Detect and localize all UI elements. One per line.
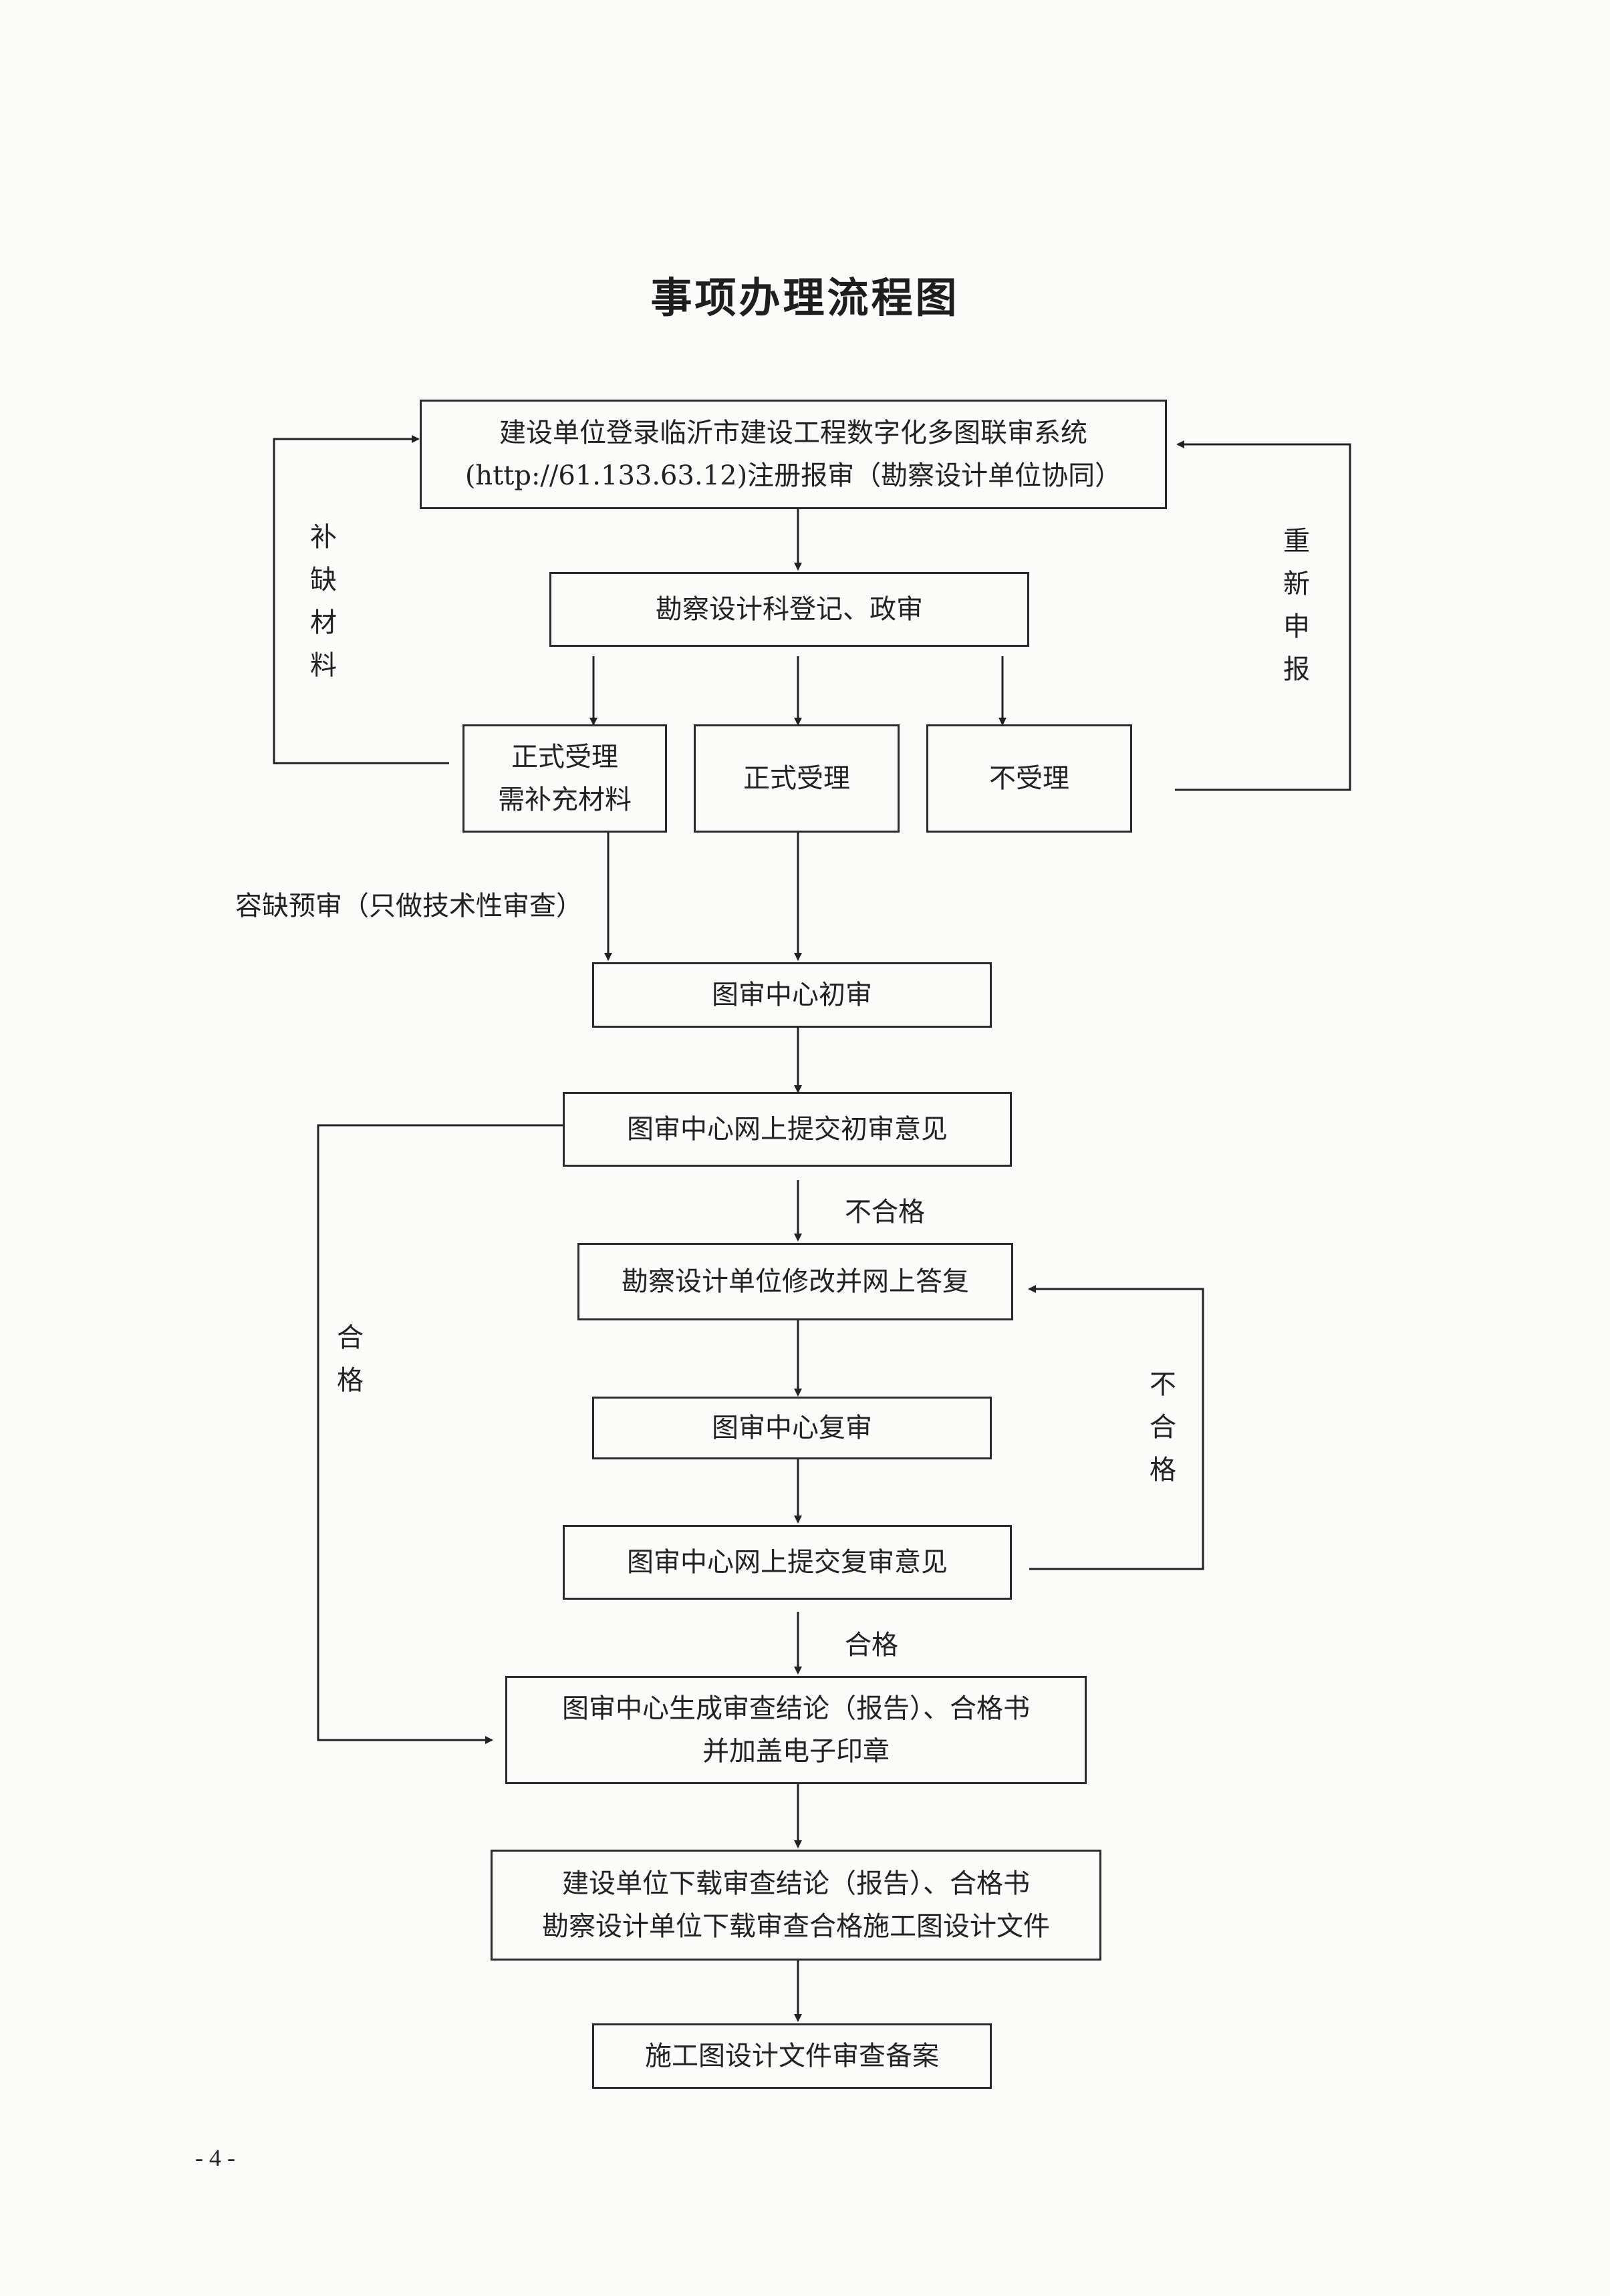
node-re-review: 图审中心复审	[592, 1397, 992, 1459]
label-qualified-char: 合	[337, 1322, 364, 1353]
label-resubmit-char: 新	[1283, 569, 1310, 599]
node-filing-line1: 施工图设计文件审查备案	[645, 2041, 939, 2071]
node-register: 建设单位登录临沂市建设工程数字化多图联审系统 (http://61.133.63…	[420, 400, 1167, 509]
node-register-line2: (http://61.133.63.12)注册报审（勘察设计单位协同）	[464, 460, 1122, 491]
label-supplement-char: 料	[310, 650, 337, 681]
loop-resubmit	[1175, 440, 1351, 791]
node-accept-supplement-line2: 需补充材料	[498, 784, 632, 815]
node-register-line1: 建设单位登录临沂市建设工程数字化多图联审系统	[499, 418, 1087, 448]
node-revise-reply: 勘察设计单位修改并网上答复	[577, 1243, 1013, 1320]
page-title: 事项办理流程图	[650, 273, 960, 322]
page-number: - 4 -	[195, 2144, 235, 2171]
label-resubmit: 重 新 申 报	[1281, 520, 1313, 691]
label-supplement-materials: 补 缺 材 料	[307, 516, 340, 687]
node-registration-check-line1: 勘察设计科登记、政审	[656, 594, 923, 625]
label-qualified-side: 合 格	[334, 1316, 366, 1402]
node-download: 建设单位下载审查结论（报告）、合格书 勘察设计单位下载审查合格施工图设计文件	[491, 1850, 1101, 1961]
label-unqualified-side: 不 合 格	[1147, 1363, 1179, 1491]
node-registration-check: 勘察设计科登记、政审	[549, 572, 1029, 647]
node-filing: 施工图设计文件审查备案	[592, 2023, 992, 2089]
node-generate-conclusion: 图审中心生成审查结论（报告）、合格书 并加盖电子印章	[505, 1676, 1087, 1784]
node-submit-re-review-opinion-line1: 图审中心网上提交复审意见	[627, 1547, 948, 1578]
node-download-line2: 勘察设计单位下载审查合格施工图设计文件	[542, 1911, 1050, 1942]
label-supplement-char: 缺	[310, 565, 337, 595]
label-unqualified-char: 格	[1150, 1455, 1176, 1485]
label-supplement-char: 材	[310, 607, 337, 638]
node-download-line1: 建设单位下载审查结论（报告）、合格书	[562, 1868, 1030, 1899]
label-unqualified: 不合格	[845, 1197, 925, 1228]
label-unqualified-char: 合	[1150, 1412, 1176, 1443]
node-accept-supplement: 正式受理 需补充材料	[462, 724, 667, 833]
node-accept: 正式受理	[694, 724, 900, 833]
node-submit-re-review-opinion: 图审中心网上提交复审意见	[563, 1525, 1012, 1600]
loop-qualified	[317, 1124, 563, 1744]
loop-unqualified	[1028, 1285, 1204, 1570]
node-initial-review-line1: 图审中心初审	[712, 980, 872, 1010]
node-revise-reply-line1: 勘察设计单位修改并网上答复	[622, 1266, 969, 1297]
node-generate-conclusion-line1: 图审中心生成审查结论（报告）、合格书	[562, 1693, 1030, 1724]
label-qualified: 合格	[845, 1630, 898, 1661]
node-accept-supplement-line1: 正式受理	[511, 742, 618, 772]
label-resubmit-char: 重	[1283, 526, 1310, 557]
label-qualified-char: 格	[337, 1365, 364, 1396]
node-initial-review: 图审中心初审	[592, 962, 992, 1028]
label-resubmit-char: 申	[1283, 611, 1310, 642]
loop-supplement-materials	[273, 435, 449, 764]
node-re-review-line1: 图审中心复审	[712, 1413, 872, 1443]
label-unqualified-char: 不	[1150, 1369, 1176, 1400]
label-tolerant-review: 容缺预审（只做技术性审查）	[235, 891, 583, 921]
node-reject: 不受理	[926, 724, 1132, 833]
node-generate-conclusion-line2: 并加盖电子印章	[702, 1736, 890, 1767]
node-submit-initial-opinion-line1: 图审中心网上提交初审意见	[627, 1114, 948, 1145]
label-resubmit-char: 报	[1283, 654, 1310, 685]
label-supplement-char: 补	[310, 522, 337, 553]
node-accept-line1: 正式受理	[743, 763, 850, 794]
node-reject-line1: 不受理	[989, 763, 1069, 794]
node-submit-initial-opinion: 图审中心网上提交初审意见	[563, 1092, 1012, 1167]
